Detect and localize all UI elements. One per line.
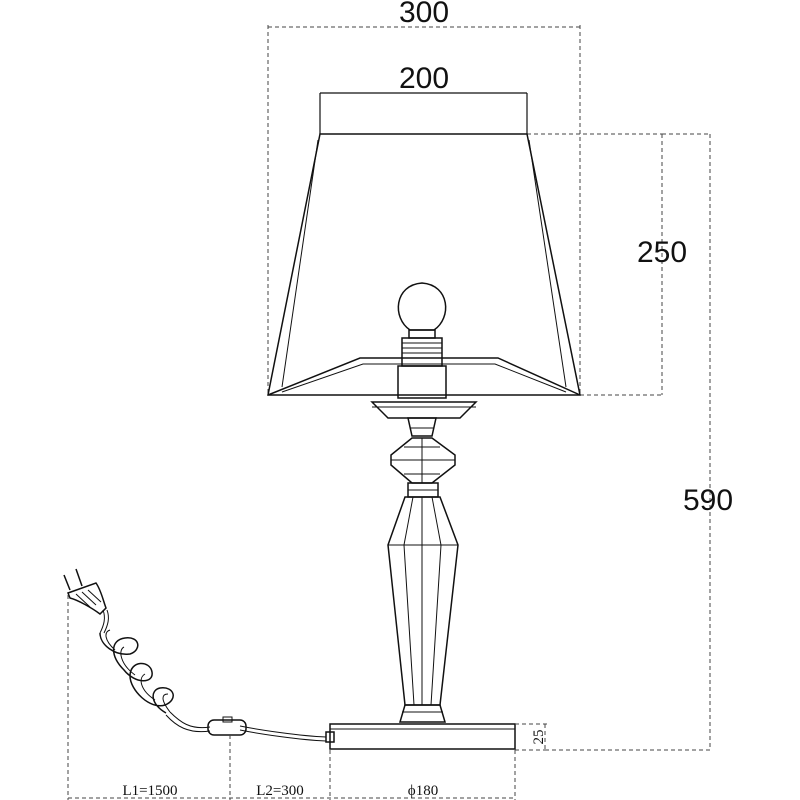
dimension-total-height: 590 bbox=[545, 133, 733, 751]
dimension-cord-lengths: L1=1500 L2=300 ϕ180 bbox=[67, 595, 516, 800]
dimension-shade-height: 250 bbox=[527, 133, 687, 396]
switch-icon bbox=[207, 716, 247, 736]
shade-top-width-label: 200 bbox=[399, 62, 449, 95]
shade-bottom-width-label: 300 bbox=[399, 0, 449, 29]
bulb-icon bbox=[397, 282, 447, 367]
cord-length-label: L1=1500 bbox=[122, 783, 177, 799]
dimension-shade-top-width: 200 bbox=[319, 62, 528, 134]
power-cord bbox=[99, 609, 327, 742]
lamp-shade bbox=[267, 133, 581, 396]
total-height-label: 590 bbox=[683, 484, 733, 517]
dimension-shade-bottom-width: 300 bbox=[267, 0, 581, 395]
dimension-base-height: 25 bbox=[515, 723, 548, 751]
switch-cord-length-label: L2=300 bbox=[256, 783, 304, 799]
lamp-body bbox=[370, 365, 478, 723]
plug-icon bbox=[63, 568, 107, 615]
base-diameter-label: ϕ180 bbox=[408, 783, 438, 799]
base-height-label: 25 bbox=[531, 730, 547, 745]
lamp-base bbox=[325, 723, 516, 750]
shade-height-label: 250 bbox=[637, 236, 687, 269]
